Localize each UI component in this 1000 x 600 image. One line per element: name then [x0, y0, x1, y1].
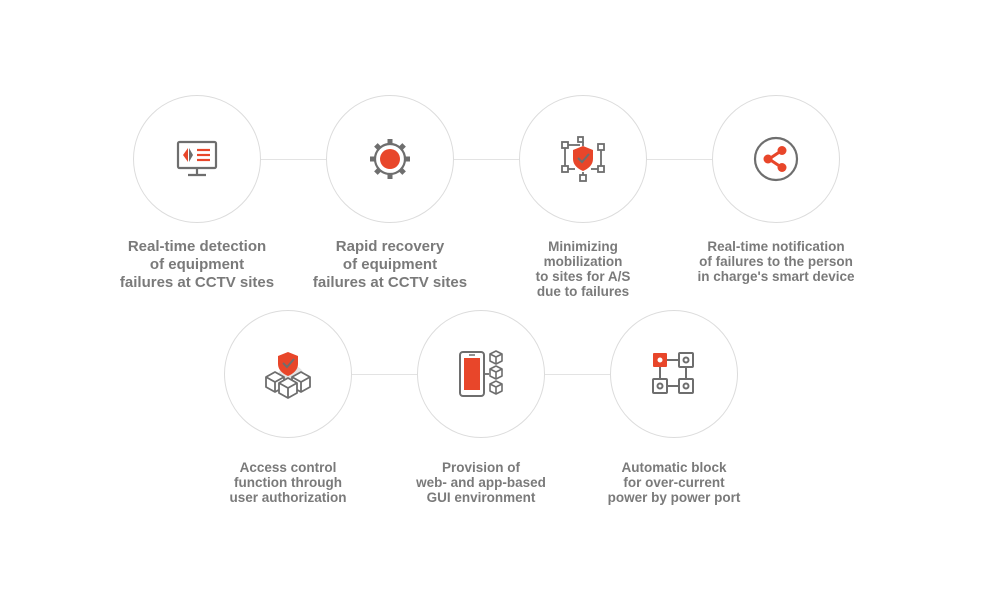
caption-line: of failures to the person	[699, 254, 853, 269]
caption-line: of equipment	[342, 256, 438, 273]
caption-line: Automatic block	[621, 460, 727, 475]
caption-line: Rapid recovery	[335, 238, 445, 255]
feature-circle-mobilization	[519, 95, 647, 223]
caption-line: power by power port	[607, 490, 741, 505]
connector-line	[261, 159, 327, 160]
feature-circle-recovery	[326, 95, 454, 223]
caption-line: failures at CCTV sites	[119, 274, 275, 291]
caption-line: Real-time detection	[127, 238, 267, 255]
connector-line	[647, 159, 713, 160]
caption-line: Real-time notification	[707, 239, 845, 254]
caption-line: due to failures	[536, 284, 630, 299]
caption-line: of equipment	[149, 256, 245, 273]
caption-line: mobilization	[543, 254, 623, 269]
caption-line: web- and app-based	[416, 475, 546, 490]
feature-circle-access-control	[224, 310, 352, 438]
caption-line: user authorization	[229, 490, 347, 505]
shield-cubes-icon	[265, 352, 311, 399]
feature-caption-detection: Real-time detection of equipment failure…	[97, 238, 297, 292]
feature-caption-access-control: Access control function through user aut…	[188, 460, 388, 505]
feature-circle-gui	[417, 310, 545, 438]
shield-network-icon	[561, 136, 605, 182]
feature-circle-notification	[712, 95, 840, 223]
feature-caption-gui: Provision of web- and app-based GUI envi…	[381, 460, 581, 505]
connector-line	[454, 159, 520, 160]
connector-line	[352, 374, 418, 375]
caption-line: in charge's smart device	[697, 269, 855, 284]
caption-line: Provision of	[441, 460, 520, 475]
mobile-cubes-icon	[459, 350, 503, 397]
gear-icon	[370, 139, 410, 179]
caption-line: Access control	[239, 460, 337, 475]
connector-line	[545, 374, 611, 375]
caption-line: failures at CCTV sites	[312, 274, 468, 291]
circuit-block-icon	[652, 352, 694, 394]
caption-line: to sites for A/S	[535, 269, 631, 284]
feature-caption-mobilization: Minimizing mobilization to sites for A/S…	[483, 239, 683, 299]
feature-caption-recovery: Rapid recovery of equipment failures at …	[290, 238, 490, 292]
caption-line: Minimizing	[548, 239, 618, 254]
caption-line: for over-current	[623, 475, 725, 490]
feature-caption-power-block: Automatic block for over-current power b…	[574, 460, 774, 505]
feature-circle-detection	[133, 95, 261, 223]
monitor-icon	[176, 140, 218, 177]
caption-line: function through	[234, 475, 342, 490]
feature-circle-power-block	[610, 310, 738, 438]
feature-caption-notification: Real-time notification of failures to th…	[676, 239, 876, 284]
share-icon	[753, 136, 799, 182]
caption-line: GUI environment	[426, 490, 536, 505]
